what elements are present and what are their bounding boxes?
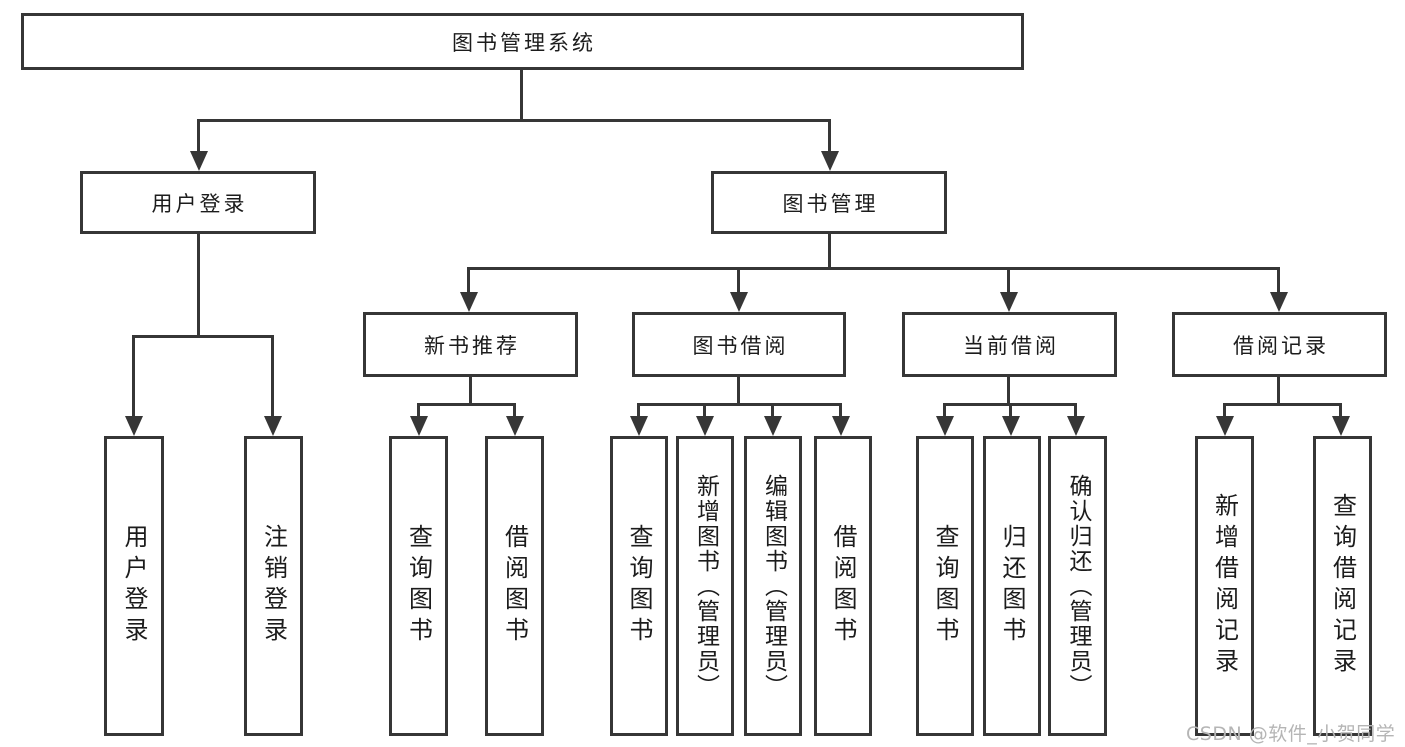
connector-line [1007, 377, 1010, 405]
leaf-query-books-recommend-label: 查询图书 [404, 524, 433, 648]
connector-line [271, 335, 274, 418]
connector-arrowhead [695, 416, 714, 436]
connector-arrowhead [729, 292, 748, 312]
connector-arrowhead [505, 416, 524, 436]
leaf-query-borrow-record-label: 查询借阅记录 [1328, 493, 1357, 679]
leaf-query-borrow-record: 查询借阅记录 [1313, 436, 1372, 736]
leaf-return-book-label: 归还图书 [998, 524, 1026, 648]
connector-line [132, 335, 274, 338]
leaf-add-borrow-record: 新增借阅记录 [1195, 436, 1254, 736]
connector-arrowhead [820, 151, 839, 171]
connector-line [197, 119, 831, 122]
connector-line [828, 234, 831, 269]
connector-line [1339, 403, 1342, 418]
leaf-borrow-books-recommend: 借阅图书 [485, 436, 544, 736]
connector-line [637, 403, 640, 418]
connector-line [417, 403, 420, 418]
leaf-user-login: 用户登录 [104, 436, 164, 736]
connector-arrowhead [409, 416, 428, 436]
connector-arrowhead [629, 416, 648, 436]
leaf-query-books-borrow: 查询图书 [610, 436, 668, 736]
connector-line [513, 403, 516, 418]
connector-line [197, 234, 200, 337]
connector-line [828, 119, 831, 155]
connector-line [1277, 267, 1280, 295]
connector-arrowhead [1331, 416, 1350, 436]
connector-line [469, 377, 472, 405]
node-book-management-label: 图书管理 [782, 191, 879, 216]
node-current-borrowing: 当前借阅 [902, 312, 1117, 377]
leaf-query-books-current-label: 查询图书 [931, 524, 959, 648]
connector-line [703, 403, 706, 418]
connector-line [637, 403, 842, 406]
connector-line [737, 267, 740, 295]
connector-line [771, 403, 774, 418]
connector-line [197, 119, 200, 155]
connector-line [1074, 403, 1077, 418]
leaf-add-book-admin-label: 新增图书（管理员） [692, 473, 719, 699]
connector-arrowhead [935, 416, 954, 436]
connector-arrowhead [263, 416, 282, 436]
node-root: 图书管理系统 [21, 13, 1024, 70]
connector-line [839, 403, 842, 418]
connector-arrowhead [831, 416, 850, 436]
leaf-query-books-current: 查询图书 [916, 436, 974, 736]
leaf-edit-book-admin-label: 编辑图书（管理员） [760, 473, 787, 699]
connector-line [1223, 403, 1342, 406]
connector-line [1223, 403, 1226, 418]
connector-line [943, 403, 946, 418]
node-book-borrowing-label: 图书借阅 [692, 333, 789, 358]
node-user-login-label: 用户登录 [151, 191, 248, 216]
leaf-borrow-books: 借阅图书 [814, 436, 872, 736]
leaf-confirm-return-admin: 确认归还（管理员） [1048, 436, 1107, 736]
connector-line [1007, 267, 1010, 295]
node-new-book-recommend: 新书推荐 [363, 312, 578, 377]
connector-line [132, 335, 135, 418]
connector-line [737, 377, 740, 405]
connector-arrowhead [999, 292, 1018, 312]
connector-arrowhead [459, 292, 478, 312]
leaf-logout: 注销登录 [244, 436, 303, 736]
leaf-query-books-borrow-label: 查询图书 [625, 524, 653, 648]
leaf-add-borrow-record-label: 新增借阅记录 [1210, 493, 1239, 679]
connector-arrowhead [189, 151, 208, 171]
connector-arrowhead [1066, 416, 1085, 436]
node-root-label: 图书管理系统 [452, 30, 596, 55]
node-borrowing-records-label: 借阅记录 [1233, 333, 1329, 358]
node-user-login: 用户登录 [80, 171, 316, 234]
connector-line [520, 70, 523, 121]
connector-arrowhead [1269, 292, 1288, 312]
node-new-book-recommend-label: 新书推荐 [424, 333, 520, 358]
leaf-return-book: 归还图书 [983, 436, 1041, 736]
connector-line [417, 403, 516, 406]
leaf-borrow-books-label: 借阅图书 [829, 524, 857, 648]
leaf-confirm-return-admin-label: 确认归还（管理员） [1065, 473, 1091, 699]
connector-arrowhead [124, 416, 143, 436]
leaf-borrow-books-recommend-label: 借阅图书 [500, 524, 529, 648]
leaf-edit-book-admin: 编辑图书（管理员） [744, 436, 802, 736]
leaf-query-books-recommend: 查询图书 [389, 436, 448, 736]
node-book-borrowing: 图书借阅 [632, 312, 846, 377]
connector-arrowhead [1215, 416, 1234, 436]
connector-line [467, 267, 1280, 270]
connector-arrowhead [763, 416, 782, 436]
leaf-logout-label: 注销登录 [259, 524, 288, 648]
node-current-borrowing-label: 当前借阅 [963, 333, 1059, 358]
csdn-watermark: CSDN @软件_小贺同学 [1186, 723, 1396, 745]
node-borrowing-records: 借阅记录 [1172, 312, 1387, 377]
connector-line [467, 267, 470, 295]
connector-line [1009, 403, 1012, 418]
node-book-management: 图书管理 [711, 171, 947, 234]
connector-arrowhead [1001, 416, 1020, 436]
leaf-add-book-admin: 新增图书（管理员） [676, 436, 734, 736]
leaf-user-login-label: 用户登录 [120, 524, 148, 648]
connector-line [1277, 377, 1280, 405]
